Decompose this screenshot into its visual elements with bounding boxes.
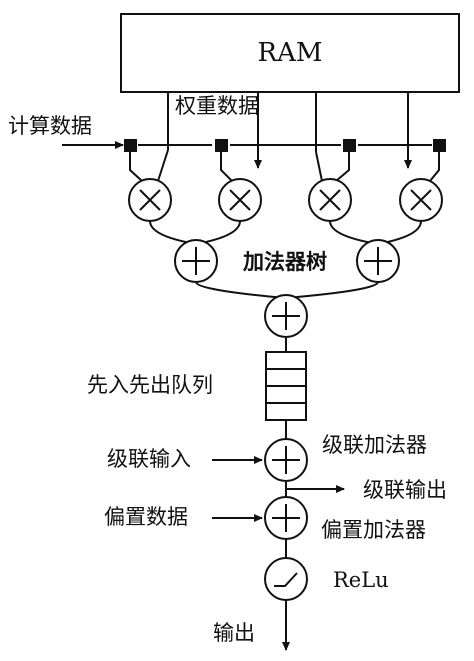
ram-label: RAM — [258, 38, 323, 68]
bias-adder — [264, 496, 308, 540]
multiplier-2 — [218, 178, 262, 222]
adder-tree-right — [356, 239, 400, 283]
relu-icon — [274, 572, 298, 587]
fifo-label: 先入先出队列 — [87, 373, 213, 397]
plus-icon — [272, 446, 300, 474]
ram-block — [120, 13, 460, 93]
fifo-queue — [265, 351, 307, 421]
relu-unit — [264, 557, 308, 601]
multiply-icon — [410, 189, 432, 211]
multiplier-1 — [128, 178, 172, 222]
weight-data-label: 权重数据 — [175, 94, 259, 118]
register-4 — [433, 139, 446, 152]
weight-data-wires — [167, 92, 412, 169]
bias-data-label: 偏置数据 — [104, 505, 188, 529]
adder-tree-label: 加法器树 — [242, 250, 327, 274]
adder-root-wires — [195, 281, 379, 299]
adder-tree-root — [264, 294, 308, 338]
output-label: 输出 — [213, 621, 255, 645]
register-3 — [343, 139, 356, 152]
multiply-icon — [139, 189, 161, 211]
plus-icon — [182, 247, 210, 275]
pipeline-registers — [124, 139, 446, 152]
register-1 — [124, 139, 137, 152]
multiplier-4 — [399, 178, 443, 222]
plus-icon — [272, 302, 300, 330]
relu-label: ReLu — [333, 568, 389, 592]
multiply-icon — [319, 189, 341, 211]
plus-icon — [364, 247, 392, 275]
multiply-icon — [229, 189, 251, 211]
multiplier-3 — [308, 178, 352, 222]
multiplier-input-wires — [129, 149, 440, 182]
adder-tree-left — [174, 239, 218, 283]
cascade-adder-label: 级联加法器 — [322, 433, 427, 457]
bias-adder-label: 偏置加法器 — [321, 518, 426, 542]
compute-data-label: 计算数据 — [8, 114, 92, 138]
cascade-input-label: 级联输入 — [107, 447, 191, 471]
register-2 — [215, 139, 228, 152]
cascade-output-label: 级联输出 — [363, 478, 447, 502]
plus-icon — [272, 504, 300, 532]
cascade-adder — [264, 438, 308, 482]
